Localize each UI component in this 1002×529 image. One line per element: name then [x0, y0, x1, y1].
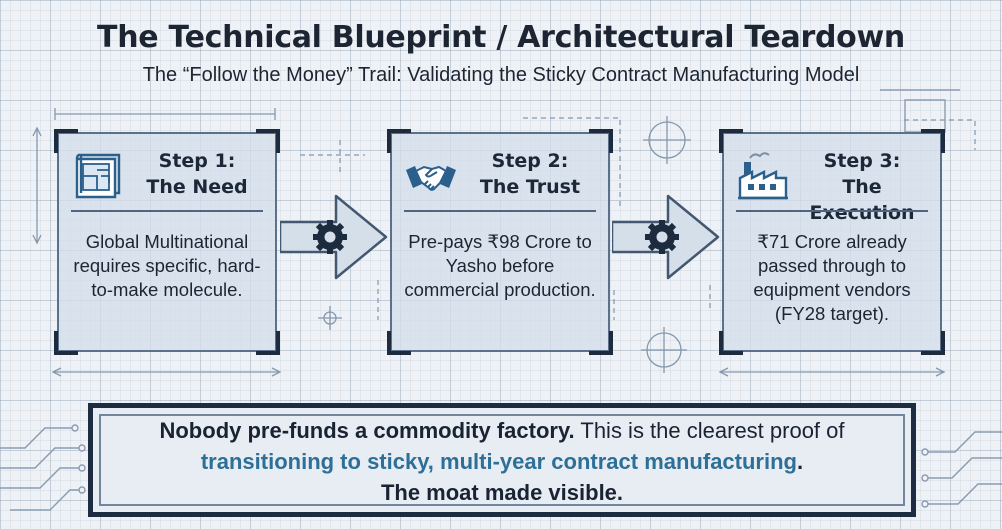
conclusion-line-1: Nobody pre-funds a commodity factory. Th…: [93, 415, 911, 446]
frame-corner: [589, 331, 613, 355]
frame-corner: [54, 129, 78, 153]
factory-icon: [738, 152, 788, 200]
conclusion-line-2: transitioning to sticky, multi-year cont…: [93, 446, 911, 477]
frame-corner: [387, 331, 411, 355]
frame-corner: [256, 129, 280, 153]
step-2-number: Step 2:: [491, 150, 569, 172]
step-1-divider: [71, 210, 263, 212]
step-3-header: Step 3: The Execution: [736, 146, 928, 224]
flow-arrow-1: [280, 194, 388, 280]
step-3-name: The Execution: [809, 176, 915, 224]
frame-corner: [921, 129, 945, 153]
step-1-name: The Need: [146, 176, 248, 198]
frame-corner: [719, 331, 743, 355]
frame-corner: [719, 129, 743, 153]
step-3-body: ₹71 Crore already passed through to equi…: [753, 231, 911, 324]
conclusion-period: .: [797, 449, 804, 474]
frame-corner: [921, 331, 945, 355]
step-2-name: The Trust: [479, 176, 581, 198]
frame-corner: [387, 129, 411, 153]
conclusion-text: Nobody pre-funds a commodity factory. Th…: [93, 415, 911, 508]
step-1-number: Step 1:: [158, 150, 236, 172]
step-1-body: Global Multinational requires specific, …: [73, 231, 261, 300]
frame-corner: [54, 331, 78, 355]
step-1-header: Step 1: The Need: [71, 146, 263, 206]
blueprint-icon: [75, 153, 121, 199]
step-3-divider: [736, 210, 928, 212]
conclusion-closing: The moat made visible.: [380, 480, 624, 505]
conclusion-inner-frame: [99, 414, 905, 506]
gear-icon: [645, 220, 679, 254]
step-3-number: Step 3:: [823, 150, 901, 172]
frame-corner: [256, 331, 280, 355]
page-title: The Technical Blueprint / Architectural …: [97, 20, 905, 55]
step-1-card: Step 1: The Need Global Multinational re…: [54, 129, 280, 355]
step-2-divider: [404, 210, 596, 212]
step-2-header: Step 2: The Trust: [404, 146, 596, 206]
conclusion-highlight: transitioning to sticky, multi-year cont…: [200, 449, 797, 474]
step-3-card: Step 3: The Execution ₹71 Crore already …: [719, 129, 945, 355]
conclusion-box: Nobody pre-funds a commodity factory. Th…: [88, 403, 916, 517]
conclusion-rest: This is the clearest proof of: [574, 418, 845, 443]
conclusion-lead: Nobody pre-funds a commodity factory.: [159, 418, 575, 443]
step-2-body: Pre-pays ₹98 Crore to Yasho before comme…: [404, 231, 596, 300]
flow-arrow-2: [612, 194, 720, 280]
handshake-icon: [406, 165, 456, 191]
step-3-title: Step 3: The Execution: [794, 148, 930, 226]
step-1-title: Step 1: The Need: [129, 148, 265, 200]
step-2-card: Step 2: The Trust Pre-pays ₹98 Crore to …: [387, 129, 613, 355]
step-2-title: Step 2: The Trust: [462, 148, 598, 200]
frame-corner: [589, 129, 613, 153]
gear-icon: [313, 220, 347, 254]
page-subtitle: The “Follow the Money” Trail: Validating…: [142, 64, 860, 86]
